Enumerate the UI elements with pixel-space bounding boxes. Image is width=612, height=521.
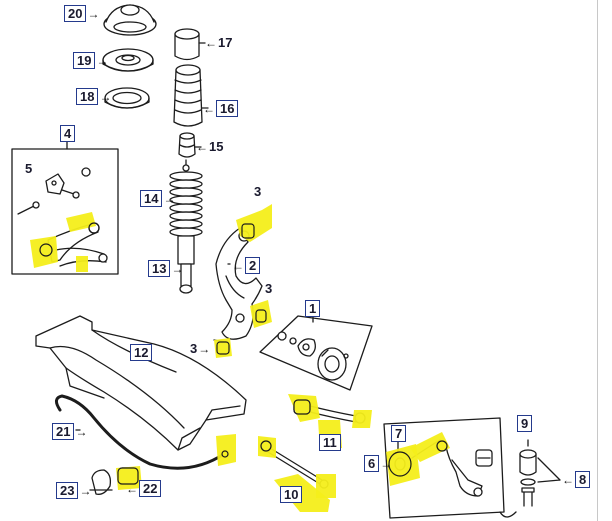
callout-12[interactable]: 12 bbox=[130, 344, 153, 361]
callout-10-label: 10 bbox=[280, 486, 303, 503]
highlight-lower-link-end bbox=[316, 474, 336, 498]
highlight-upper-arm-bushing-mid bbox=[76, 256, 88, 272]
callout-15[interactable]: ← 15 bbox=[196, 140, 223, 153]
highlight-knuckle-bushing-side bbox=[250, 300, 272, 328]
page-edge-line bbox=[597, 0, 598, 521]
spring-seat-part bbox=[104, 87, 150, 109]
callout-3-side-label: 3 bbox=[265, 281, 273, 296]
callout-23[interactable]: 23 → bbox=[56, 482, 91, 499]
bump-stop-part bbox=[178, 132, 202, 158]
callout-8[interactable]: ← 8 bbox=[562, 471, 591, 488]
callout-5[interactable]: 5 bbox=[25, 162, 32, 175]
highlight-upper-link-bushing bbox=[288, 394, 320, 422]
arrow-right-icon: → bbox=[79, 483, 92, 498]
callout-19-label: 19 bbox=[73, 52, 96, 69]
highlight-knuckle-bushing-top bbox=[236, 204, 272, 242]
callout-18[interactable]: 18 → bbox=[76, 88, 111, 105]
dust-cap-part bbox=[174, 28, 206, 61]
highlight-lower-link-bushing bbox=[258, 436, 276, 458]
arrow-right-icon: → bbox=[171, 261, 184, 276]
callout-13-label: 13 bbox=[148, 260, 171, 277]
callout-22[interactable]: ← 22 bbox=[126, 480, 162, 497]
hub-kit-box bbox=[259, 315, 373, 391]
arrow-right-icon: → bbox=[380, 456, 393, 471]
callout-11[interactable]: 11 bbox=[319, 434, 341, 451]
callout-11-label: 11 bbox=[319, 434, 341, 451]
arrow-left-icon: ← bbox=[205, 35, 217, 50]
shock-absorber-part bbox=[177, 235, 195, 294]
callout-1-label: 1 bbox=[305, 300, 321, 317]
arrow-right-icon: → bbox=[75, 424, 88, 439]
callout-13[interactable]: 13 → bbox=[148, 260, 183, 277]
callout-19[interactable]: 19 → bbox=[73, 52, 108, 69]
highlight-lower-arm-bushing bbox=[386, 444, 420, 486]
subframe-crossmember-part bbox=[35, 315, 247, 451]
callout-8-label: 8 bbox=[575, 471, 591, 488]
callout-14[interactable]: 14 → bbox=[140, 190, 175, 207]
highlighted-bushings bbox=[30, 204, 450, 512]
arrow-left-icon: ← bbox=[232, 258, 244, 273]
callout-21-label: 21 bbox=[52, 423, 75, 440]
callout-18-label: 18 bbox=[76, 88, 99, 105]
strut-mount-part bbox=[103, 4, 157, 36]
callout-22-label: 22 bbox=[139, 480, 162, 497]
rear-bushing-part bbox=[499, 439, 561, 518]
strut-bearing-part bbox=[102, 48, 154, 72]
callout-5-label: 5 bbox=[25, 161, 33, 176]
callout-6[interactable]: 6 → bbox=[364, 455, 392, 472]
arrow-right-icon: → bbox=[198, 341, 211, 356]
highlight-outlines bbox=[39, 222, 448, 485]
callout-17[interactable]: ← 17 bbox=[205, 36, 232, 49]
highlight-lower-arm-front bbox=[410, 432, 450, 462]
highlight-subframe-bushing bbox=[216, 434, 236, 466]
callout-20-label: 20 bbox=[64, 5, 87, 22]
callout-2[interactable]: ← 2 bbox=[232, 257, 261, 274]
callout-3-side[interactable]: 3 bbox=[265, 282, 272, 295]
callout-9-label: 9 bbox=[517, 415, 533, 432]
callout-21[interactable]: 21 → bbox=[52, 423, 87, 440]
callout-2-label: 2 bbox=[245, 257, 261, 274]
callout-14-label: 14 bbox=[140, 190, 163, 207]
callout-20[interactable]: 20 → bbox=[64, 5, 99, 22]
arrow-right-icon: → bbox=[163, 191, 176, 206]
callout-4[interactable]: 4 bbox=[60, 125, 76, 142]
callout-3-bottom-label: 3 bbox=[190, 341, 198, 356]
highlight-knuckle-bushing-bottom bbox=[214, 338, 232, 358]
arrow-left-icon: ← bbox=[126, 481, 138, 496]
highlight-upper-arm-bushing-rear bbox=[30, 236, 58, 268]
callout-3-top[interactable]: 3 bbox=[254, 185, 261, 198]
arrow-right-icon: → bbox=[96, 53, 109, 68]
arrow-right-icon: → bbox=[87, 6, 100, 21]
arrow-left-icon: ← bbox=[196, 139, 208, 154]
callout-4-label: 4 bbox=[60, 125, 76, 142]
callout-9[interactable]: 9 bbox=[517, 415, 533, 432]
arrow-left-icon: ← bbox=[562, 472, 574, 487]
highlight-upper-link-end bbox=[352, 410, 372, 428]
arrow-right-icon: → bbox=[99, 89, 112, 104]
strut-boot-part bbox=[173, 64, 209, 127]
callout-7[interactable]: 7 bbox=[391, 425, 407, 442]
callout-16-label: 16 bbox=[216, 100, 239, 117]
callout-23-label: 23 bbox=[56, 482, 79, 499]
callout-3-bottom[interactable]: 3 → bbox=[190, 342, 210, 355]
callout-1[interactable]: 1 bbox=[305, 300, 321, 317]
callout-12-label: 12 bbox=[130, 344, 153, 361]
callout-15-label: 15 bbox=[209, 139, 224, 154]
callout-17-label: 17 bbox=[218, 35, 233, 50]
callout-10[interactable]: 10 bbox=[280, 486, 303, 503]
callout-6-label: 6 bbox=[364, 455, 380, 472]
callout-3-top-label: 3 bbox=[254, 184, 262, 199]
callout-7-label: 7 bbox=[391, 425, 407, 442]
callout-16[interactable]: ← 16 bbox=[203, 100, 239, 117]
arrow-left-icon: ← bbox=[203, 101, 215, 116]
